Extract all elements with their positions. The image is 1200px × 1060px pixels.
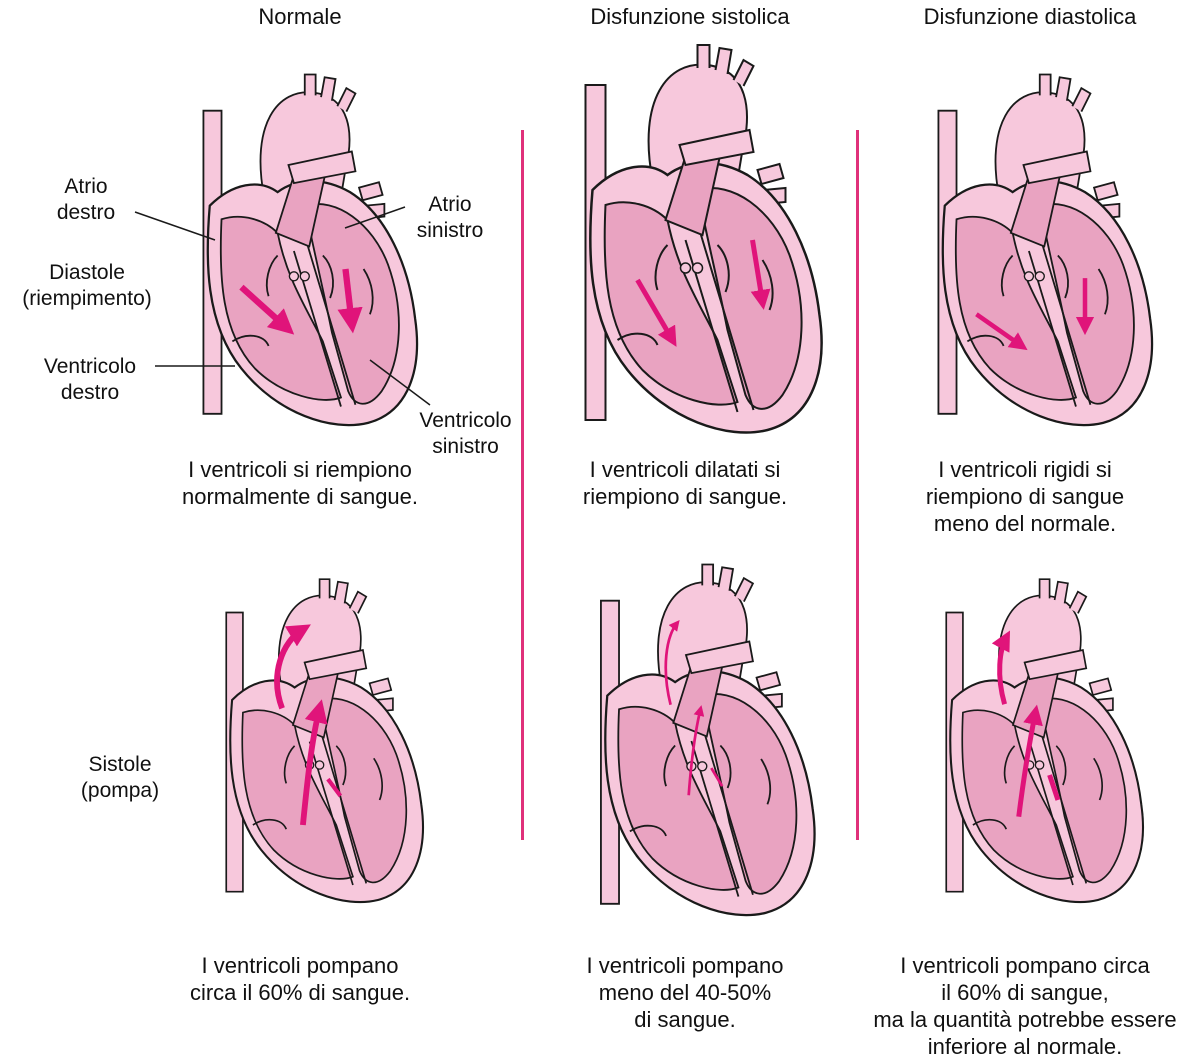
label-diastole: Diastole(riempimento) [2,260,172,312]
label-sistole: Sistole(pompa) [60,752,180,804]
